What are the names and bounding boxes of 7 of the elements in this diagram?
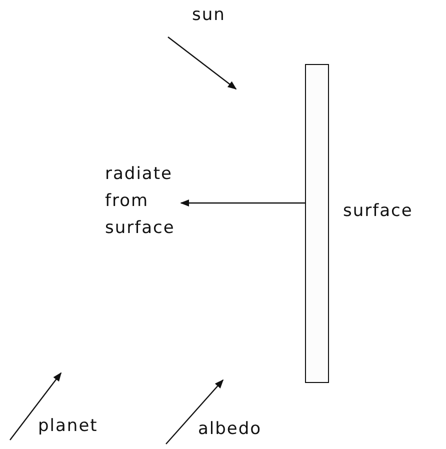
label: albedo (198, 418, 262, 441)
node-text: radiate from surface (105, 161, 195, 242)
surface-slab (305, 64, 329, 383)
label: planet (38, 415, 98, 438)
label: sun (192, 4, 226, 27)
arrow (180, 199, 305, 207)
side-label: surface (343, 200, 413, 223)
